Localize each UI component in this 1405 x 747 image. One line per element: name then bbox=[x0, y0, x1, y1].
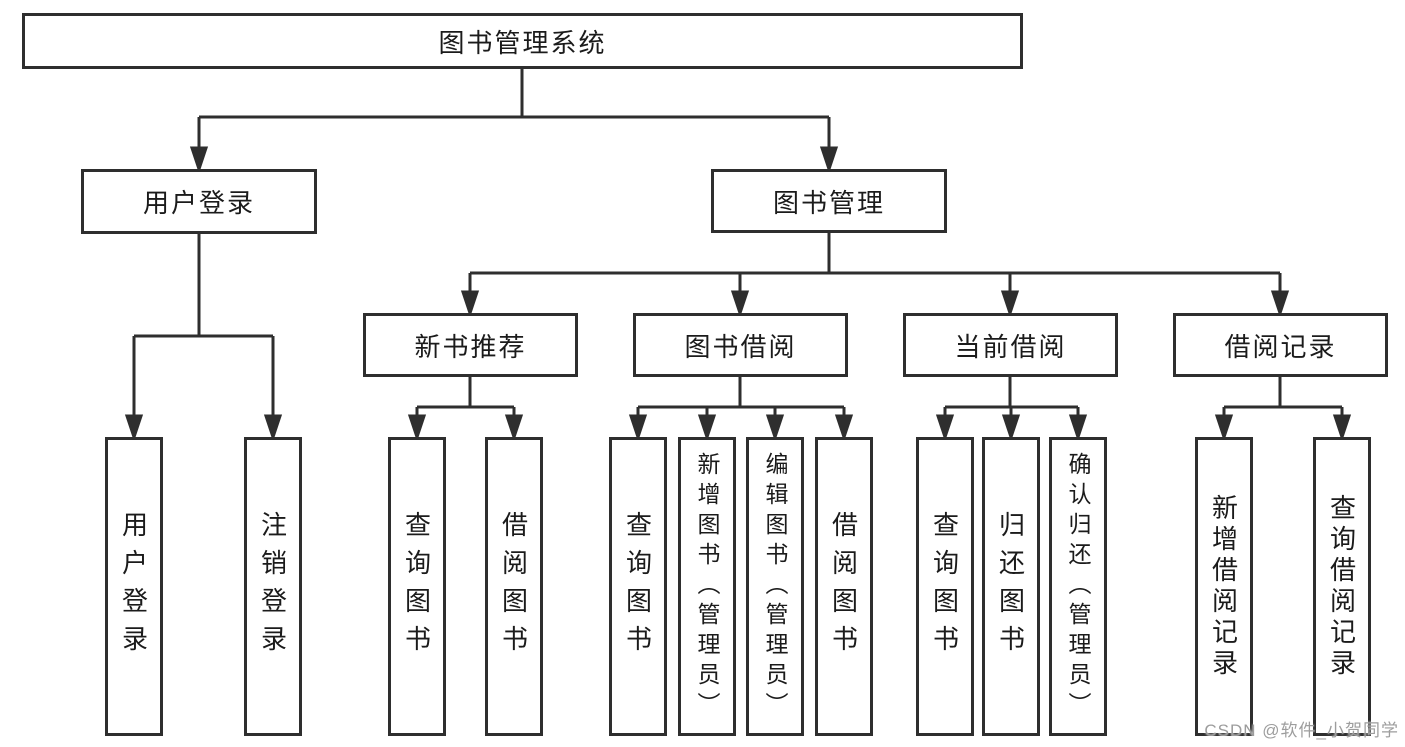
leaf-cb-confirm-return-admin: 确认归还（管理员） bbox=[1049, 437, 1107, 736]
leaf-logout-login: 注销登录 bbox=[244, 437, 302, 736]
arrowhead bbox=[834, 414, 854, 442]
leaf-br-query-record: 查询借阅记录 bbox=[1313, 437, 1371, 736]
leaf-cb-return-books: 归还图书 bbox=[982, 437, 1040, 736]
arrowhead bbox=[935, 414, 955, 442]
arrowhead bbox=[189, 146, 209, 174]
arrowhead bbox=[124, 414, 144, 442]
leaf-bb-borrow-books: 借阅图书 bbox=[815, 437, 873, 736]
leaf-bb-query-books: 查询图书 bbox=[609, 437, 667, 736]
node-book-mgmt: 图书管理 bbox=[711, 169, 947, 233]
arrowhead bbox=[697, 414, 717, 442]
arrowhead bbox=[1332, 414, 1352, 442]
node-current-borrow: 当前借阅 bbox=[903, 313, 1118, 377]
arrowhead bbox=[628, 414, 648, 442]
leaf-bb-add-books-admin: 新增图书（管理员） bbox=[678, 437, 736, 736]
leaf-bb-edit-books-admin: 编辑图书（管理员） bbox=[746, 437, 804, 736]
leaf-nbr-borrow-books: 借阅图书 bbox=[485, 437, 543, 736]
arrowhead bbox=[1270, 290, 1290, 318]
node-book-borrow: 图书借阅 bbox=[633, 313, 848, 377]
arrowhead bbox=[263, 414, 283, 442]
arrowhead bbox=[765, 414, 785, 442]
arrowhead bbox=[1001, 414, 1021, 442]
node-new-book-rec: 新书推荐 bbox=[363, 313, 578, 377]
arrowhead bbox=[730, 290, 750, 318]
node-root: 图书管理系统 bbox=[22, 13, 1023, 69]
arrowhead bbox=[1214, 414, 1234, 442]
arrowhead bbox=[1000, 290, 1020, 318]
leaf-cb-query-books: 查询图书 bbox=[916, 437, 974, 736]
leaf-br-add-record: 新增借阅记录 bbox=[1195, 437, 1253, 736]
arrowhead bbox=[460, 290, 480, 318]
arrowhead bbox=[1068, 414, 1088, 442]
arrowhead bbox=[504, 414, 524, 442]
leaf-user-login: 用户登录 bbox=[105, 437, 163, 736]
arrowhead bbox=[407, 414, 427, 442]
csdn-watermark: CSDN @软件_小贺同学 bbox=[1204, 721, 1399, 740]
arrowhead bbox=[819, 146, 839, 174]
node-user-login: 用户登录 bbox=[81, 169, 317, 234]
node-borrow-record: 借阅记录 bbox=[1173, 313, 1388, 377]
leaf-nbr-query-books: 查询图书 bbox=[388, 437, 446, 736]
